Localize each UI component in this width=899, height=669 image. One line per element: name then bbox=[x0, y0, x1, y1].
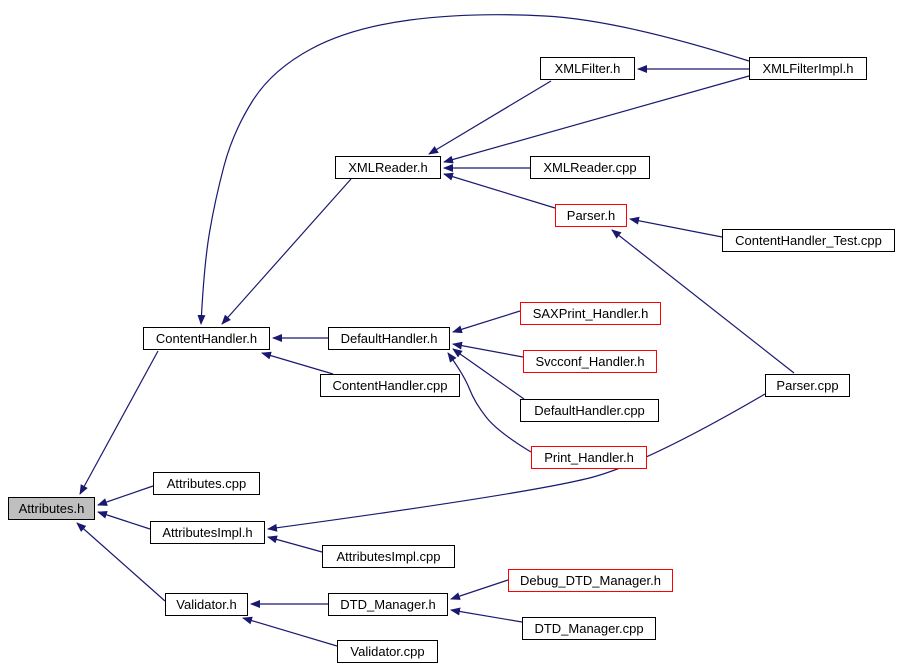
node-parser-cpp[interactable]: Parser.cpp bbox=[765, 374, 850, 397]
node-contenthandler-cpp[interactable]: ContentHandler.cpp bbox=[320, 374, 460, 397]
node-xmlreader-h[interactable]: XMLReader.h bbox=[335, 156, 441, 179]
edge-attributesimpl-h-to-attributes-h bbox=[97, 510, 151, 530]
node-print-handler-h[interactable]: Print_Handler.h bbox=[531, 446, 647, 469]
edge-xmlfilterimpl-h-to-xmlreader-h bbox=[443, 75, 750, 164]
node-saxprint-handler-h[interactable]: SAXPrint_Handler.h bbox=[520, 302, 661, 325]
node-defaulthandler-h[interactable]: DefaultHandler.h bbox=[328, 327, 450, 350]
edge-xmlfilterimpl-h-to-contenthandler-h bbox=[197, 14, 750, 325]
graph-edge-group bbox=[76, 14, 795, 647]
edge-contenthandler-h-to-attributes-h bbox=[79, 350, 159, 495]
node-xmlfilterimpl-h[interactable]: XMLFilterImpl.h bbox=[749, 57, 867, 80]
edge-validator-cpp-to-validator-h bbox=[242, 616, 338, 647]
node-debug-dtd-manager-h[interactable]: Debug_DTD_Manager.h bbox=[508, 569, 673, 592]
node-attributesimpl-cpp[interactable]: AttributesImpl.cpp bbox=[322, 545, 455, 568]
node-dtd-manager-cpp[interactable]: DTD_Manager.cpp bbox=[522, 617, 656, 640]
edge-parser-h-to-xmlreader-h bbox=[443, 172, 556, 209]
node-dtd-manager-h[interactable]: DTD_Manager.h bbox=[328, 593, 448, 616]
node-attributes-cpp[interactable]: Attributes.cpp bbox=[153, 472, 260, 495]
edge-dtd-manager-cpp-to-dtd-manager-h bbox=[450, 607, 523, 623]
node-validator-cpp[interactable]: Validator.cpp bbox=[337, 640, 438, 663]
edge-attributes-cpp-to-attributes-h bbox=[97, 485, 154, 506]
node-contenthandler-h[interactable]: ContentHandler.h bbox=[143, 327, 270, 350]
edge-parser-cpp-to-parser-h bbox=[611, 229, 795, 374]
node-attributes-h: Attributes.h bbox=[8, 497, 95, 520]
edge-validator-h-to-attributes-h bbox=[76, 522, 166, 602]
node-attributesimpl-h[interactable]: AttributesImpl.h bbox=[150, 521, 265, 544]
node-xmlfilter-h[interactable]: XMLFilter.h bbox=[540, 57, 635, 80]
node-defaulthandler-cpp[interactable]: DefaultHandler.cpp bbox=[520, 399, 659, 422]
edge-svcconf-handler-h-to-defaulthandler-h bbox=[452, 341, 524, 358]
edge-contenthandler-test-cpp-to-parser-h bbox=[629, 216, 723, 238]
edge-debug-dtd-manager-h-to-dtd-manager-h bbox=[450, 579, 509, 600]
node-contenthandler-test-cpp[interactable]: ContentHandler_Test.cpp bbox=[722, 229, 895, 252]
edge-print-handler-h-to-defaulthandler-h bbox=[447, 352, 532, 453]
edge-defaulthandler-cpp-to-defaulthandler-h bbox=[452, 348, 525, 400]
node-svcconf-handler-h[interactable]: Svcconf_Handler.h bbox=[523, 350, 657, 373]
edge-xmlreader-h-to-contenthandler-h bbox=[221, 178, 352, 325]
node-parser-h[interactable]: Parser.h bbox=[555, 204, 627, 227]
node-validator-h[interactable]: Validator.h bbox=[165, 593, 248, 616]
edge-contenthandler-cpp-to-contenthandler-h bbox=[261, 351, 334, 375]
edge-attributesimpl-cpp-to-attributesimpl-h bbox=[267, 535, 323, 553]
node-xmlreader-cpp[interactable]: XMLReader.cpp bbox=[530, 156, 650, 179]
edge-xmlfilter-h-to-xmlreader-h bbox=[428, 80, 552, 155]
edge-parser-cpp-to-attributesimpl-h bbox=[267, 393, 766, 532]
edge-saxprint-handler-h-to-defaulthandler-h bbox=[452, 310, 521, 334]
